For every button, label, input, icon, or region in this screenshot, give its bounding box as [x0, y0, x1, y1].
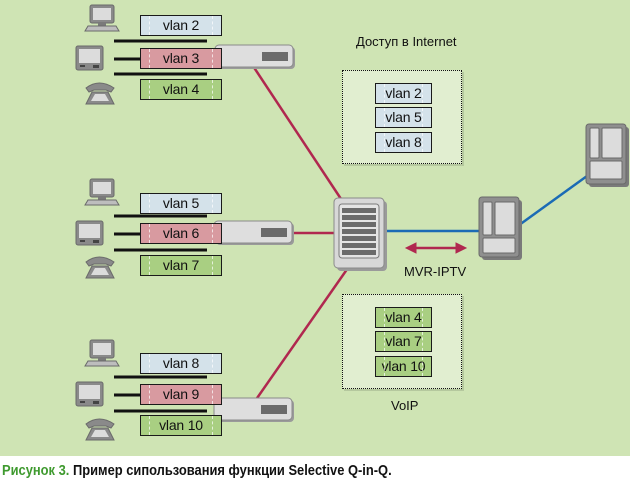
vlan-tag: vlan 2 [140, 15, 222, 36]
double-arrow-icon [404, 242, 468, 254]
access-switch-icon [213, 397, 295, 423]
computer-icon [84, 4, 120, 32]
vlan-tag: vlan 9 [140, 384, 222, 405]
link-router-server [514, 174, 588, 230]
core-switch-icon [333, 197, 387, 271]
access-switch-icon [213, 220, 295, 246]
router-icon [478, 196, 522, 260]
tv-icon [75, 381, 104, 407]
figure-caption-text: Пример сипользования функции Selective Q… [72, 462, 392, 479]
vlan-tag: vlan 4 [140, 79, 222, 100]
vlan-tag: vlan 10 [375, 356, 432, 377]
figure-caption: Рисунок 3. Пример сипользования функции … [2, 462, 392, 479]
tv-icon [75, 45, 104, 71]
vlan-tag: vlan 7 [140, 255, 222, 276]
internet-group-title: Доступ в Internet [356, 34, 457, 49]
tv-icon [75, 220, 104, 246]
phone-icon [85, 256, 115, 279]
vlan-tag: vlan 10 [140, 415, 222, 436]
vlan-tag: vlan 7 [375, 331, 432, 352]
server-icon [585, 123, 629, 187]
phone-icon [85, 418, 115, 441]
computer-icon [84, 178, 120, 206]
voip-group-title: VoIP [391, 398, 419, 413]
mvr-iptv-label: MVR-IPTV [404, 264, 467, 279]
link-switch3-core [253, 264, 352, 402]
vlan-tag: vlan 4 [375, 307, 432, 328]
vlan-tag: vlan 2 [375, 83, 432, 104]
diagram-canvas [75, 4, 629, 441]
figure-number: Рисунок 3. [2, 462, 70, 479]
vlan-tag: vlan 8 [140, 353, 222, 374]
vlan-tag: vlan 5 [140, 193, 222, 214]
phone-icon [85, 82, 115, 105]
vlan-tag: vlan 6 [140, 223, 222, 244]
vlan-tag: vlan 8 [375, 132, 432, 153]
computer-icon [84, 339, 120, 367]
link-switch1-core [251, 65, 347, 206]
access-switch-icon [214, 44, 296, 70]
vlan-tag: vlan 3 [140, 48, 222, 69]
vlan-tag: vlan 5 [375, 107, 432, 128]
network-diagram: vlan 2 vlan 3 vlan 4 vlan 5 vlan 6 vlan … [0, 0, 630, 456]
